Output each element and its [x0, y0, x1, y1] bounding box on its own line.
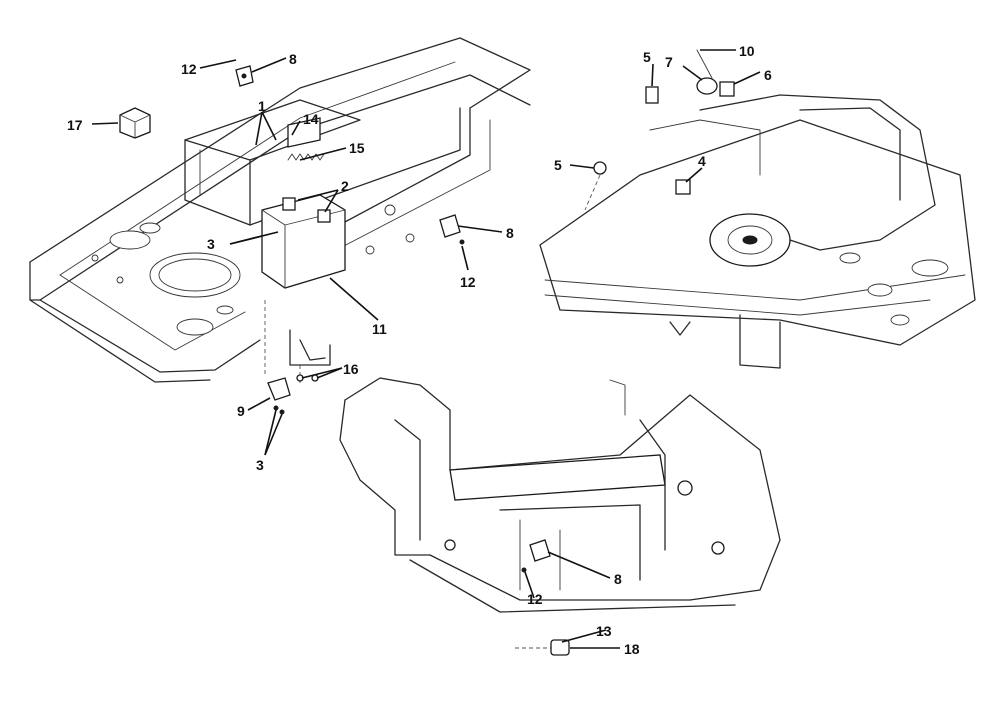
callout-16: 16 [343, 361, 359, 377]
callout-3-upper: 3 [207, 236, 215, 252]
callout-5-upper: 5 [643, 49, 651, 65]
callout-12-right: 12 [460, 274, 476, 290]
callout-11: 11 [372, 321, 387, 337]
frame-assembly-left [29, 37, 531, 415]
callout-labels: 1 2 3 3 4 5 5 6 7 8 8 8 9 10 11 12 12 12… [67, 43, 772, 657]
callout-5-lower: 5 [554, 157, 562, 173]
callout-2: 2 [341, 178, 349, 194]
callout-15: 15 [349, 140, 365, 156]
callout-6: 6 [764, 67, 772, 83]
callout-4: 4 [698, 153, 706, 169]
callout-10: 10 [739, 43, 755, 59]
callout-9: 9 [237, 403, 245, 419]
callout-14: 14 [303, 111, 319, 127]
callout-12-bottom: 12 [527, 591, 543, 607]
callout-17: 17 [67, 117, 83, 133]
callout-7: 7 [665, 54, 673, 70]
leader-lines [91, 49, 761, 649]
callout-8-right: 8 [506, 225, 514, 241]
callout-8-top: 8 [289, 51, 297, 67]
frame-assembly-lower-center [339, 377, 781, 656]
frame-assembly-upper-right [539, 49, 976, 369]
callout-13: 13 [596, 623, 612, 639]
callout-12-top: 12 [181, 61, 197, 77]
callout-18: 18 [624, 641, 640, 657]
callout-8-bottom: 8 [614, 571, 622, 587]
callout-1: 1 [258, 98, 266, 114]
callout-3-lower: 3 [256, 457, 264, 473]
